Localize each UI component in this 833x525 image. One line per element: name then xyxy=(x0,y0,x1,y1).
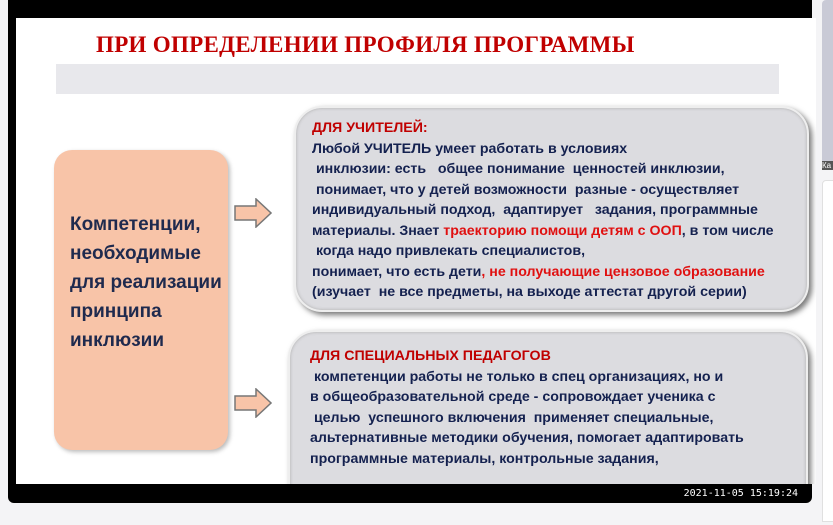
text-line: инклюзии: есть общее понимание ценностей… xyxy=(312,161,725,177)
text-line: когда надо привлекать специалистов, xyxy=(312,243,586,259)
teachers-heading: ДЛЯ УЧИТЕЛЕЙ: xyxy=(312,120,428,136)
specialists-heading: ДЛЯ СПЕЦИАЛЬНЫХ ПЕДАГОГОВ xyxy=(310,348,551,364)
text-line: понимает, что у детей возможности разные… xyxy=(312,181,740,198)
teachers-box: ДЛЯ УЧИТЕЛЕЙ: Любой УЧИТЕЛЬ умеет работа… xyxy=(294,106,809,312)
video-frame: ПРИ ОПРЕДЕЛЕНИИ ПРОФИЛЯ ПРОГРАММЫ Компет… xyxy=(8,0,816,503)
participant-name: Ка xyxy=(822,161,833,170)
text-line: альтернативные методики обучения, помога… xyxy=(310,430,744,446)
text-line: индивидуальный подход, адаптирует задани… xyxy=(312,202,758,218)
text: понимает, что есть дети xyxy=(312,263,482,280)
arrow-right-icon xyxy=(234,198,272,228)
text-line: материалы. Знает траекторию помощи детям… xyxy=(312,221,797,242)
slide-title: ПРИ ОПРЕДЕЛЕНИИ ПРОФИЛЯ ПРОГРАММЫ xyxy=(96,32,635,57)
text-line: в общеобразовательной среде - сопровожда… xyxy=(310,389,716,405)
highlight-text: , не получающие цензовое образование xyxy=(481,263,765,280)
timestamp: 2021-11-05 15:19:24 xyxy=(683,488,798,499)
text: материалы. Знает xyxy=(312,222,444,239)
specialists-box: ДЛЯ СПЕЦИАЛЬНЫХ ПЕДАГОГОВ компетенции ра… xyxy=(288,330,808,484)
text: , в том числе xyxy=(681,222,774,239)
text-line: (изучает не все предметы, на выходе атте… xyxy=(312,284,747,300)
text-line: понимает, что есть дети, не получающие ц… xyxy=(312,262,797,283)
competencies-text: Компетенции, необходимые для реализации … xyxy=(70,214,222,351)
text-line: Любой УЧИТЕЛЬ умеет работать в условиях xyxy=(312,140,628,157)
highlight-text: траекторию помощи детям с ООП xyxy=(443,222,682,239)
text-line: целью успешного включения применяет спец… xyxy=(310,409,714,426)
presentation-slide: ПРИ ОПРЕДЕЛЕНИИ ПРОФИЛЯ ПРОГРАММЫ Компет… xyxy=(16,18,816,484)
side-panel xyxy=(822,180,833,522)
arrow-right-icon xyxy=(234,388,272,418)
participant-thumbnail[interactable]: Ка xyxy=(822,0,833,170)
title-band xyxy=(56,64,779,94)
competencies-box: Компетенции, необходимые для реализации … xyxy=(54,150,228,450)
text-line: программные материалы, контрольные задан… xyxy=(310,450,659,467)
text-line: компетенции работы не только в спец орга… xyxy=(310,368,724,385)
